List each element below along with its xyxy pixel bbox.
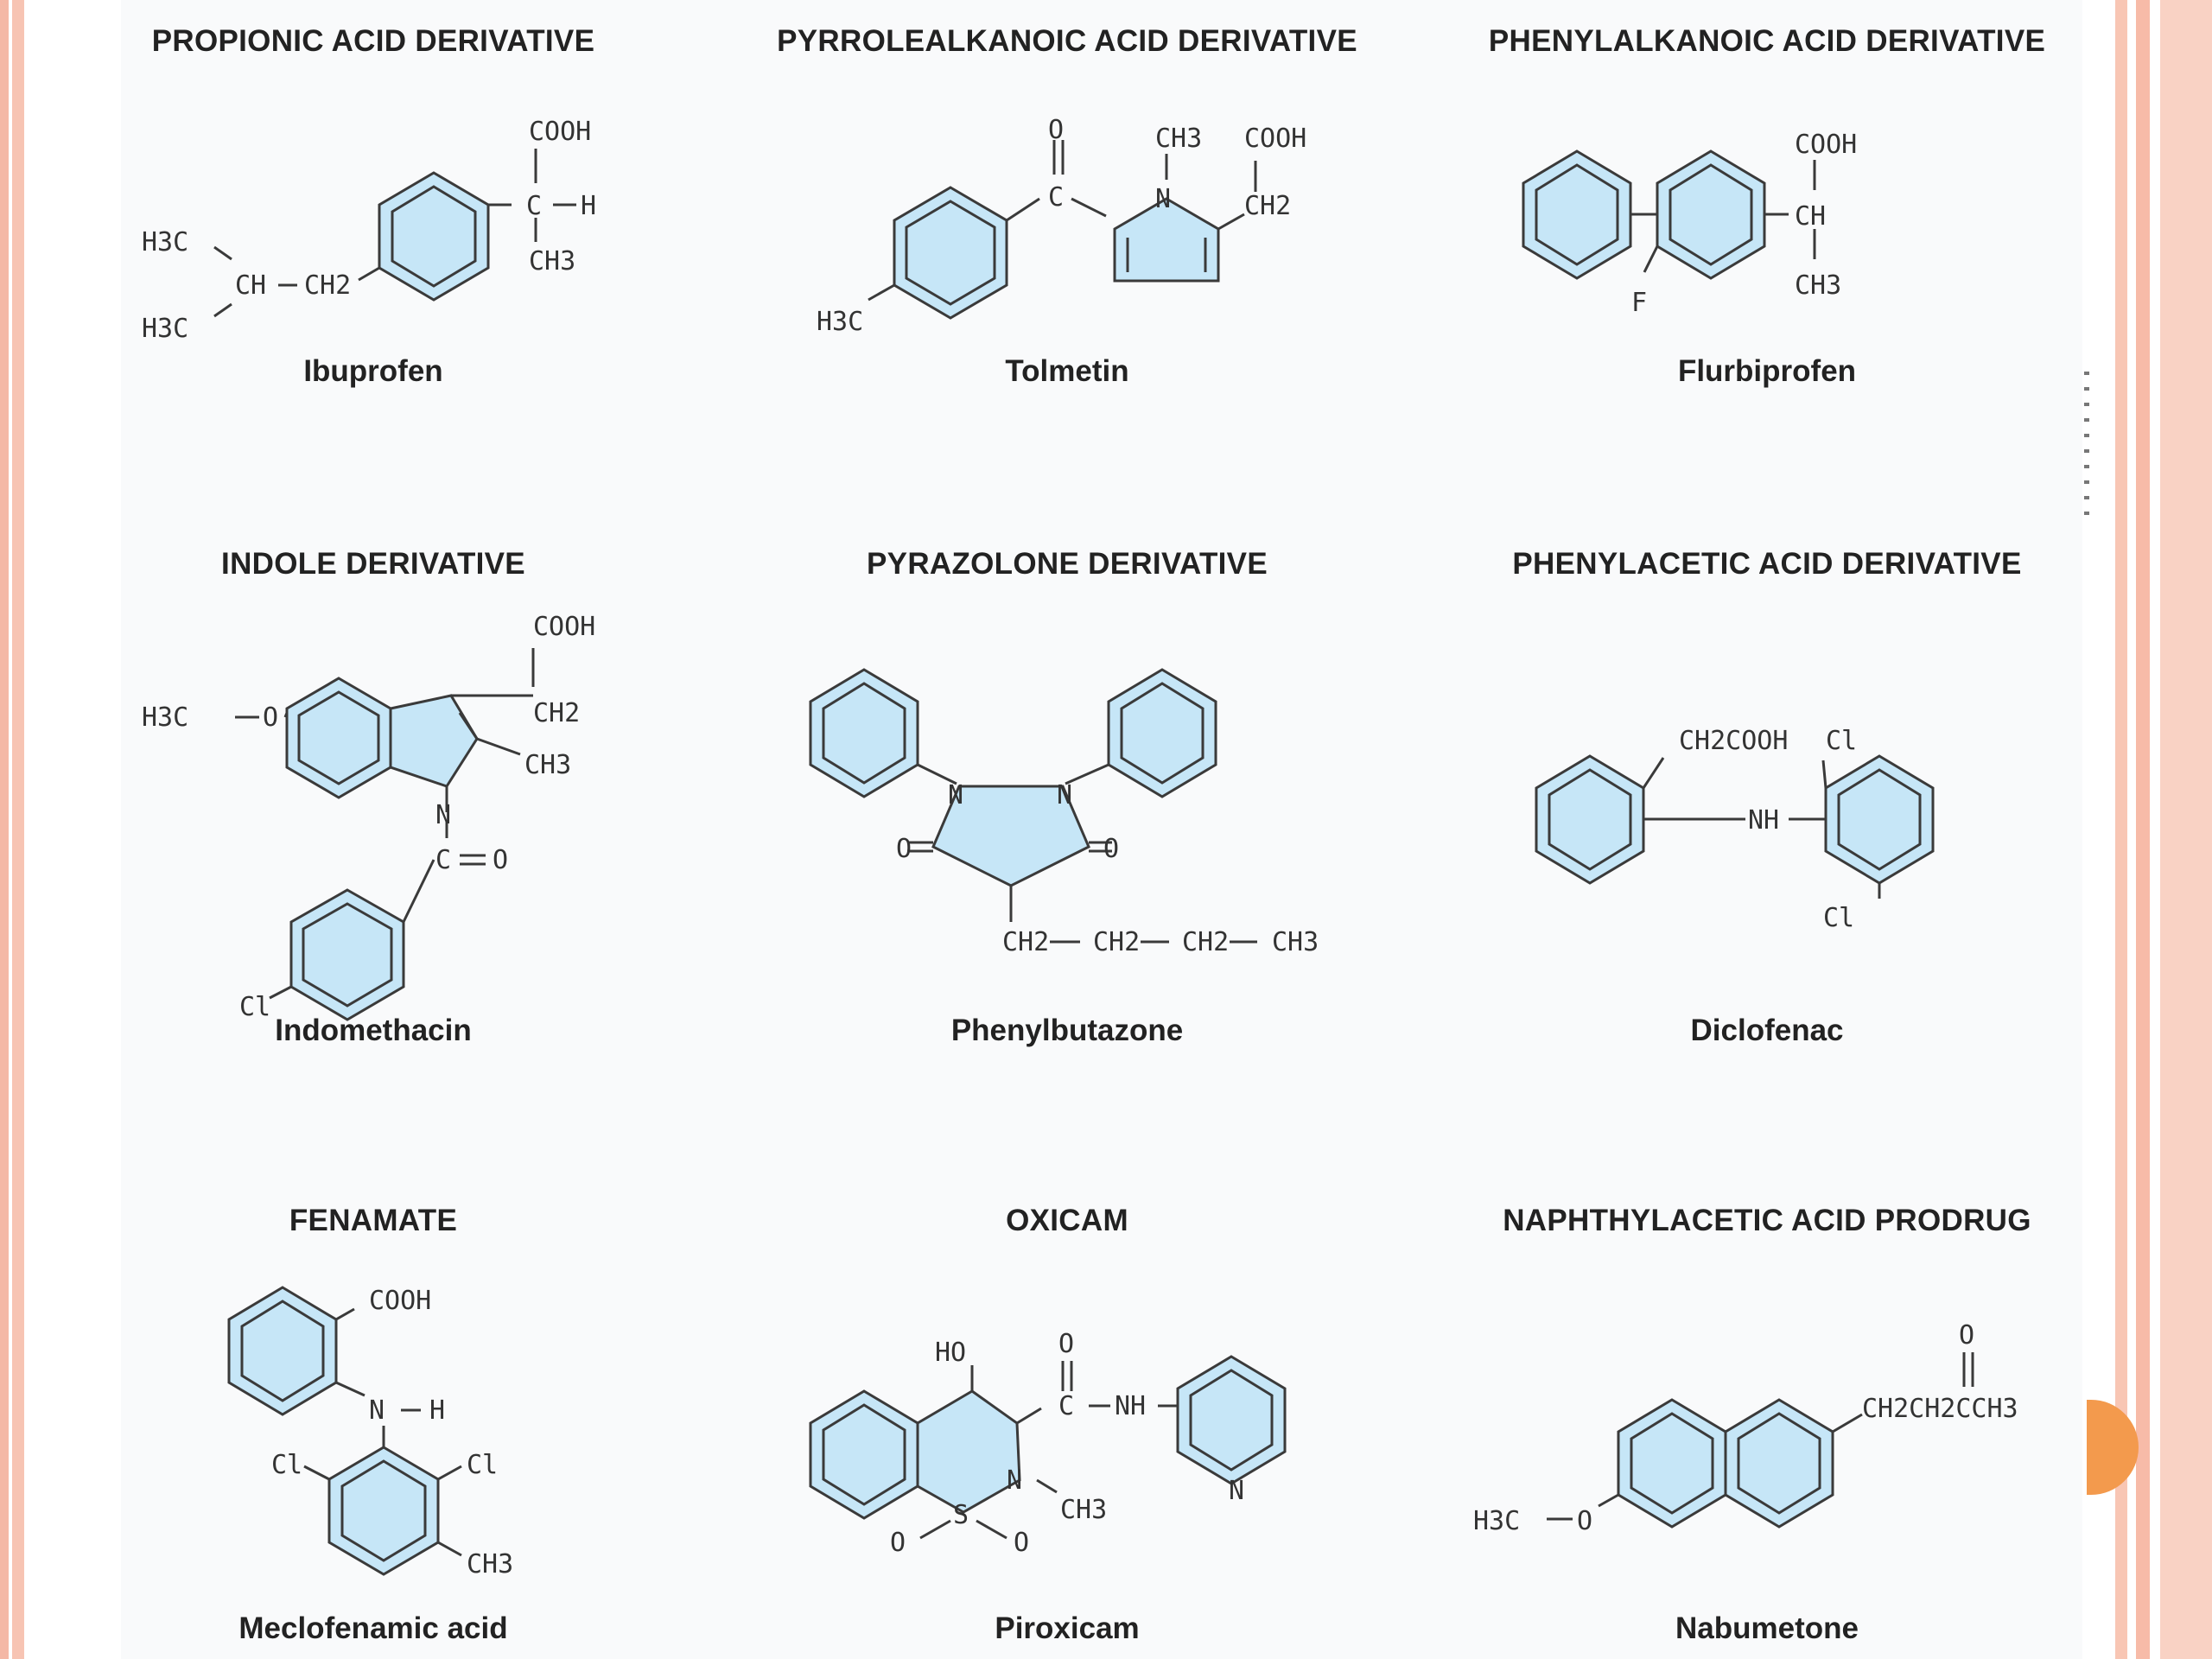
drug-name: Flurbiprofen	[1677, 354, 1857, 388]
atom-label: CH3	[524, 750, 571, 780]
atom-label: CH2COOH	[1679, 726, 1788, 756]
tolmetin-structure: O C CH3 COOH N CH2 H3C	[817, 115, 1306, 337]
orange-accent-tab[interactable]	[2087, 1400, 2139, 1495]
atom-label: Cl	[271, 1450, 302, 1480]
atom-label: H3C	[1473, 1506, 1520, 1536]
category-title: PHENYLACETIC ACID DERIVATIVE	[1512, 547, 2022, 581]
atom-label: Cl	[1823, 903, 1854, 933]
drug-name: Diclofenac	[1690, 1014, 1844, 1047]
right-stripe-2	[2136, 0, 2150, 1659]
atom-label: CH2	[1244, 191, 1291, 221]
category-title: INDOLE DERIVATIVE	[221, 547, 525, 581]
atom-label: N	[948, 780, 963, 810]
atom-label: C	[1048, 182, 1064, 213]
atom-label: CH3	[1155, 124, 1202, 154]
indomethacin-structure: COOH H3C O CH2 N CH3 C O Cl	[142, 612, 595, 1022]
atom-label: N	[1229, 1476, 1244, 1506]
drug-name: Nabumetone	[1675, 1611, 1859, 1645]
category-title: PYRAZOLONE DERIVATIVE	[867, 547, 1268, 581]
atom-label: O	[263, 702, 278, 733]
diclofenac-structure: CH2COOH Cl NH Cl	[1535, 726, 1935, 933]
drug-name: Phenylbutazone	[950, 1014, 1184, 1047]
atom-label: O	[890, 1528, 906, 1558]
atom-label: CH3	[1060, 1495, 1107, 1525]
atom-label: COOH	[1795, 130, 1857, 160]
nabumetone-structure: O CH2CH2CCH3 H3C O	[1473, 1320, 2018, 1536]
atom-label: O	[1959, 1320, 1974, 1351]
atom-label: N	[1007, 1465, 1022, 1496]
atom-label: Cl	[239, 992, 270, 1022]
atom-label: HO	[935, 1338, 966, 1368]
atom-label: S	[953, 1500, 969, 1530]
scroll-ticks	[2084, 372, 2089, 527]
atom-label: N	[1155, 184, 1171, 214]
atom-label: CH3	[529, 246, 575, 276]
phenylbutazone-structure: N N O O CH2 CH2 CH2 CH3	[809, 668, 1319, 957]
atom-label: CH2	[1002, 927, 1049, 957]
atom-label: O	[1058, 1329, 1074, 1359]
atom-label: COOH	[369, 1286, 431, 1316]
category-title: OXICAM	[1006, 1204, 1128, 1237]
right-stripe-3	[2160, 0, 2212, 1659]
category-title: FENAMATE	[289, 1204, 458, 1237]
drug-name: Indomethacin	[275, 1014, 472, 1047]
atom-label: O	[896, 834, 912, 864]
right-stripe-1	[2115, 0, 2127, 1659]
atom-label: O	[1103, 834, 1119, 864]
atom-label: COOH	[1244, 124, 1306, 154]
ibuprofen-structure: COOH C H CH3 H3C H3C CH CH2	[142, 117, 596, 344]
atom-label: N	[369, 1395, 385, 1426]
atom-label: H3C	[142, 702, 188, 733]
atom-label: CH2	[1182, 927, 1229, 957]
atom-label: CH2	[1093, 927, 1140, 957]
atom-label: H	[429, 1395, 445, 1426]
atom-label: NH	[1748, 805, 1779, 836]
atom-label: Cl	[1826, 726, 1857, 756]
category-title: PHENYLALKANOIC ACID DERIVATIVE	[1488, 24, 2046, 58]
category-title: PYRROLEALKANOIC ACID DERIVATIVE	[777, 24, 1357, 58]
atom-label: CH3	[1795, 270, 1841, 301]
drug-name: Meclofenamic acid	[238, 1611, 508, 1645]
drug-name: Tolmetin	[1005, 354, 1129, 388]
atom-label: COOH	[533, 612, 595, 642]
piroxicam-structure: HO O C NH N N CH3 S O O	[809, 1329, 1287, 1558]
atom-label: NH	[1115, 1391, 1146, 1421]
atom-label: CH	[1795, 201, 1826, 232]
left-stripe-outer	[0, 0, 9, 1659]
atom-label: H3C	[142, 314, 188, 344]
category-title: NAPHTHYLACETIC ACID PRODRUG	[1503, 1204, 2031, 1237]
left-stripe-inner	[12, 0, 24, 1659]
atom-label: CH3	[467, 1549, 513, 1580]
atom-label: O	[493, 845, 508, 875]
atom-label: O	[1577, 1506, 1592, 1536]
drug-name: Ibuprofen	[303, 354, 443, 388]
atom-label: C	[435, 845, 451, 875]
atom-label: CH	[235, 270, 266, 301]
atom-label: H	[581, 191, 596, 221]
category-title: PROPIONIC ACID DERIVATIVE	[151, 24, 595, 58]
atom-label: Cl	[467, 1450, 498, 1480]
atom-label: H3C	[142, 227, 188, 257]
atom-label: O	[1014, 1528, 1029, 1558]
meclofenamic-acid-structure: COOH N H Cl Cl CH3	[227, 1286, 513, 1580]
atom-label: N	[435, 800, 451, 830]
atom-label: N	[1057, 780, 1072, 810]
atom-label: CH2	[533, 698, 580, 728]
atom-label: CH2	[304, 270, 351, 301]
atom-label: CH2CH2CCH3	[1862, 1394, 2018, 1424]
drug-name: Piroxicam	[995, 1611, 1140, 1645]
atom-label: F	[1631, 288, 1647, 318]
atom-label: CH3	[1272, 927, 1319, 957]
atom-label: C	[1058, 1391, 1074, 1421]
flurbiprofen-structure: COOH CH CH3 F	[1522, 130, 1857, 318]
atom-label: H3C	[817, 307, 863, 337]
atom-label: O	[1048, 115, 1064, 145]
atom-label: COOH	[529, 117, 591, 147]
atom-label: C	[526, 191, 542, 221]
